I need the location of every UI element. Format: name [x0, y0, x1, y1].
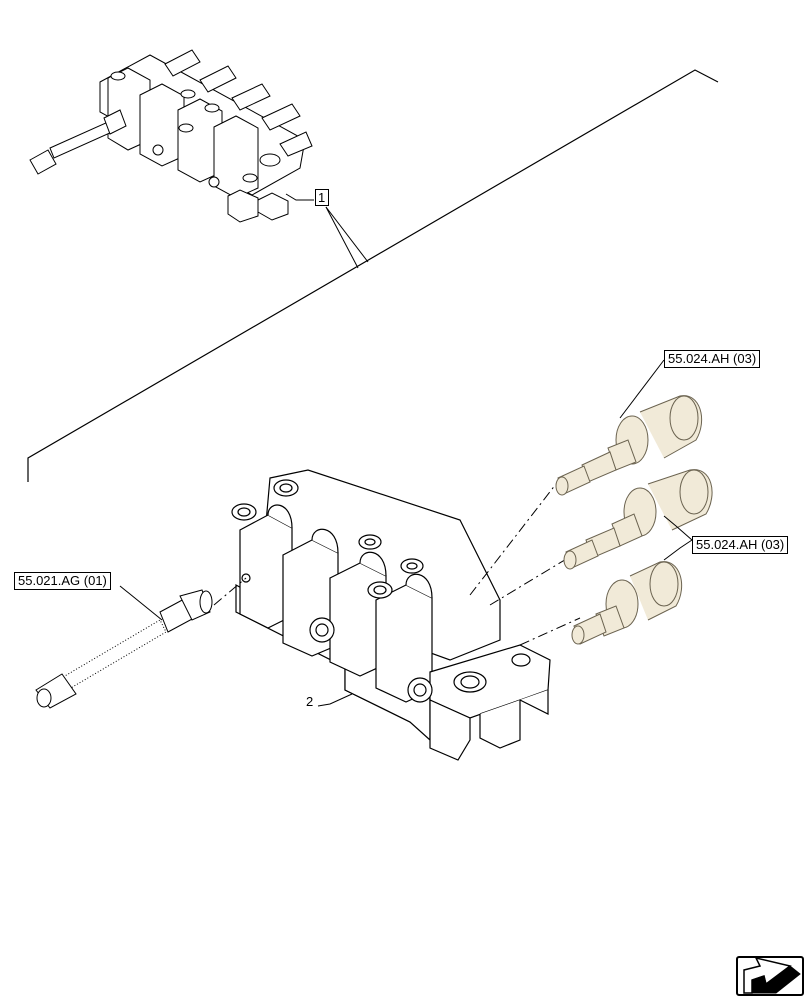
bracket-line [27, 69, 719, 482]
callout-solenoid-group[interactable]: 55.024.AH (03) [692, 536, 789, 554]
sensor-leader [119, 585, 163, 621]
solenoid-leaders [619, 359, 693, 561]
assembly-thumbnail [99, 49, 313, 223]
callout-assembly-ref[interactable]: 1 [315, 189, 329, 206]
solenoid-top [555, 395, 703, 496]
solenoid-middle [563, 469, 713, 570]
solenoid-bottom [571, 561, 683, 645]
valve-block [231, 469, 551, 761]
callout-solenoid-top[interactable]: 55.024.AH (03) [664, 350, 761, 368]
assembly-leaders [285, 193, 369, 269]
block-leader [317, 693, 353, 707]
assembly-centerlines [213, 483, 581, 646]
thumbnail-sensor [29, 109, 127, 175]
callout-sensor[interactable]: 55.021.AG (01) [14, 572, 111, 590]
callout-valve-block-ref[interactable]: 2 [306, 694, 314, 709]
arrow-next-icon [743, 956, 801, 994]
speed-sensor [35, 589, 213, 709]
